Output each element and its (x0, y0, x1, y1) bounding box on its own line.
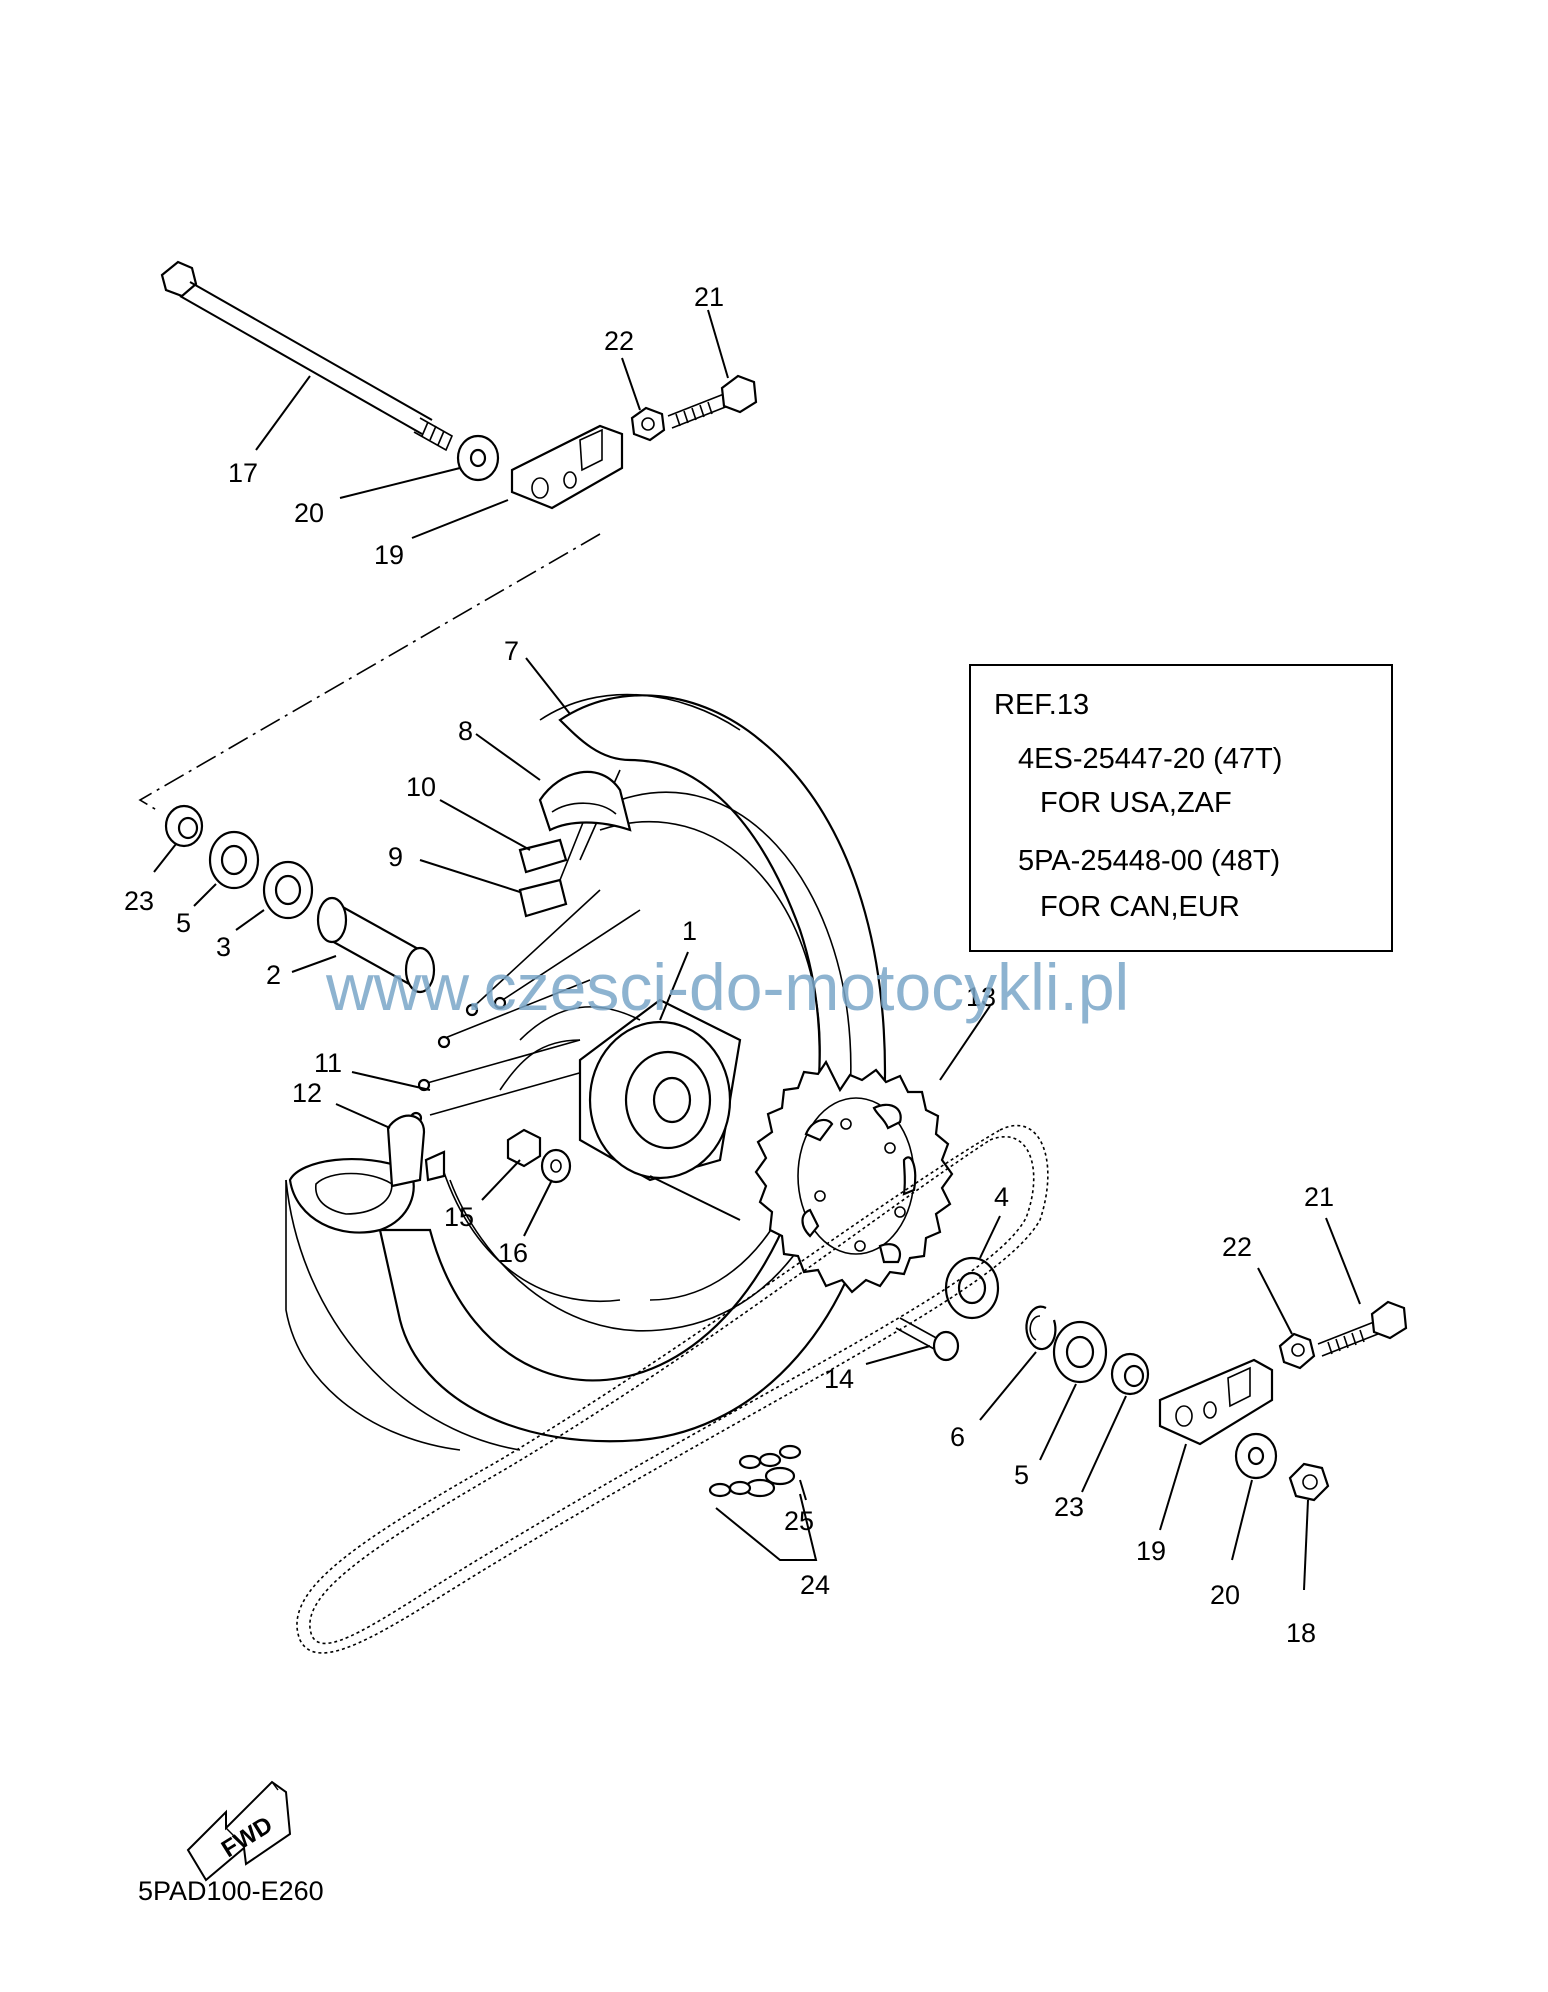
reference-note-box: REF.13 4ES-25447-20 (47T) FOR USA,ZAF 5P… (969, 664, 1393, 952)
washer-20-right (1234, 1432, 1278, 1480)
callout-9: 9 (388, 842, 403, 872)
callout-labels: 21 22 17 20 19 7 8 10 9 1 23 5 3 2 11 12… (124, 282, 1334, 1648)
watermark-text: www.czesci-do-motocykli.pl (325, 950, 1129, 1024)
spacer-2 (316, 896, 436, 994)
hub-1 (499, 998, 742, 1182)
nut-15 (506, 1128, 542, 1168)
bolt-21-top (667, 374, 758, 429)
callout-12: 12 (292, 1078, 322, 1108)
callout-20-top: 20 (294, 498, 324, 528)
callout-13: 13 (966, 982, 996, 1012)
callout-21-top: 21 (694, 282, 724, 312)
ref-line-4: FOR CAN,EUR (1040, 891, 1240, 923)
callout-22-right: 22 (1222, 1232, 1252, 1262)
axle-17 (160, 260, 454, 452)
collar-23-right (1110, 1352, 1150, 1396)
tube-9 (518, 878, 568, 918)
ref-line-3: 5PA-25448-00 (48T) (1018, 845, 1280, 877)
tire-7 (285, 693, 887, 1451)
nut-22-top (630, 406, 666, 442)
diagram-code: 5PAD100-E260 (138, 1876, 324, 1906)
chain-adjuster-19-top (510, 424, 624, 510)
bearing-5-left (208, 830, 260, 890)
callout-23-right: 23 (1054, 1492, 1084, 1522)
callout-19-top: 19 (374, 540, 404, 570)
chain-adjuster-19-right (1158, 1358, 1274, 1446)
washer-20-top (456, 434, 500, 482)
fwd-arrow-icon: FWD (186, 1780, 292, 1882)
callout-8: 8 (458, 716, 473, 746)
callout-19-right: 19 (1136, 1536, 1166, 1566)
bearing-4 (944, 1256, 1000, 1320)
callout-3: 3 (216, 932, 231, 962)
callout-5-right: 5 (1014, 1460, 1029, 1490)
rim-band-8 (538, 770, 632, 832)
callout-1: 1 (682, 916, 697, 946)
circlip-6 (1025, 1305, 1057, 1351)
drive-chain-24 (296, 1124, 1049, 1654)
bolt-14 (895, 1317, 960, 1362)
nut-18 (1288, 1462, 1330, 1502)
callout-20-right: 20 (1210, 1580, 1240, 1610)
callout-4: 4 (994, 1182, 1009, 1212)
callout-15: 15 (444, 1202, 474, 1232)
callout-23-left: 23 (124, 886, 154, 916)
bolt-21-right (1317, 1300, 1408, 1357)
callout-25: 25 (784, 1506, 814, 1536)
callout-10: 10 (406, 772, 436, 802)
callout-16: 16 (498, 1238, 528, 1268)
callout-14: 14 (824, 1364, 854, 1394)
bearing-3 (262, 860, 314, 920)
chain-joint-25 (708, 1444, 802, 1498)
callout-24: 24 (800, 1570, 830, 1600)
bearing-5-right (1052, 1320, 1108, 1384)
washer-16 (540, 1148, 572, 1184)
tube-12 (288, 1114, 446, 1234)
callout-5-left: 5 (176, 908, 191, 938)
callout-2: 2 (266, 960, 281, 990)
callout-18: 18 (1286, 1618, 1316, 1648)
callout-6: 6 (950, 1422, 965, 1452)
callout-7: 7 (504, 636, 519, 666)
rim-band-10 (518, 838, 568, 874)
ref-line-2: FOR USA,ZAF (1040, 787, 1232, 819)
sprocket-13 (754, 1059, 954, 1294)
callout-21-right: 21 (1304, 1182, 1334, 1212)
callout-17: 17 (228, 458, 258, 488)
callout-22-top: 22 (604, 326, 634, 356)
nut-22-right (1278, 1332, 1316, 1370)
collar-23-left (164, 804, 204, 848)
ref-title: REF.13 (994, 689, 1089, 721)
callout-11: 11 (314, 1048, 342, 1078)
ref-line-1: 4ES-25447-20 (47T) (1018, 743, 1282, 775)
